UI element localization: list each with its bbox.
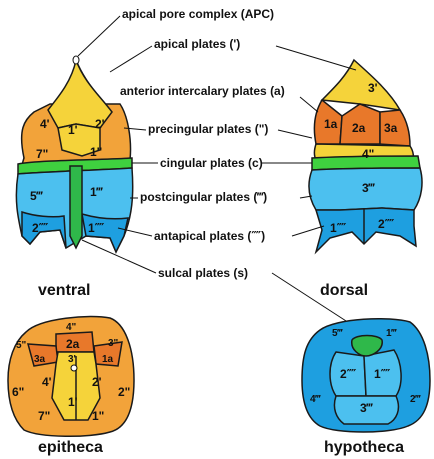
dorsal-plate-2a: 2a [352,121,366,135]
caption-epitheca: epitheca [38,439,103,456]
label-anterior-intercalary: anterior intercalary plates (a) [120,84,285,98]
ventral-plate-1pc: 1" [90,145,102,159]
hypo-plate-4po: 4‴ [310,394,322,405]
epitheca-apical-pore [71,365,77,371]
label-sulcal: sulcal plates (s) [158,266,248,280]
leader-precingular-right [278,130,312,138]
hypo-plate-1an: 1⁗ [374,367,391,381]
ventral-plate-2a: 2' [95,117,105,131]
ventral-view: 4' 1' 2' 7" 1" 5‴ 1‴ 2⁗ 1⁗ [16,56,132,252]
ventral-apical-pore [73,56,79,64]
ventral-plate-5po: 5‴ [30,189,44,203]
hypo-plate-3po: 3‴ [360,401,374,415]
dorsal-plate-1a: 1a [324,117,338,131]
dorsal-plate-2an: 2⁗ [378,217,395,231]
epi-plate-5pc: 5" [16,340,27,351]
epi-plate-2a-apical: 2' [92,375,102,389]
epi-plate-6pc: 6" [12,385,24,399]
label-cingular: cingular plates (c) [160,156,263,170]
hypo-plate-1po: 1‴ [386,328,398,339]
epi-plate-3a-apical: 3' [68,354,76,365]
dorsal-plate-3po: 3‴ [362,181,376,195]
ventral-plate-2an: 2⁗ [32,221,49,235]
epi-plate-2a: 2a [66,337,80,351]
label-apical: apical plates (') [154,37,240,51]
hypo-plate-5po: 5‴ [332,328,344,339]
caption-dorsal: dorsal [320,282,368,299]
epi-plate-2pc: 2" [118,385,130,399]
ventral-plate-7pc: 7" [36,147,48,161]
hypo-plate-2an: 2⁗ [340,367,357,381]
label-antapical: antapical plates (⁗) [154,229,265,243]
dorsal-plate-1an: 1⁗ [330,221,347,235]
leader-apical-right [276,46,356,70]
dorsal-apical-region [322,60,400,110]
leader-intercalary [300,97,318,112]
label-apc: apical pore complex (APC) [122,7,274,21]
ventral-plate-4a: 4' [40,117,50,131]
epi-plate-4a: 4' [42,375,52,389]
epi-plate-1pc: 1" [92,409,104,423]
ventral-plate-1po: 1‴ [90,185,104,199]
epi-plate-1a-apical: 1' [68,395,78,409]
epi-plate-7pc: 7" [38,409,50,423]
epi-plate-4pc: 4" [66,322,77,333]
ventral-plate-1a: 1' [68,123,78,137]
dorsal-plate-4pc: 4" [362,147,374,161]
dorsal-view: 3' 1a 2a 3a 4" 3‴ 1⁗ 2⁗ [309,60,422,252]
dorsal-plate-3a-intercalary: 3a [384,121,398,135]
leader-antapical-right [292,226,324,236]
leader-apical-left [110,46,152,72]
epi-plate-3pc: 3" [108,338,119,349]
ventral-sulcus [70,166,82,248]
label-postcingular: postcingular plates (‴) [140,190,267,204]
label-precingular: precingular plates (") [148,122,268,136]
hypo-plate-2po: 2‴ [410,394,422,405]
epi-plate-1a: 1a [102,354,114,365]
epi-plate-3a: 3a [34,354,46,365]
leader-apc [78,16,120,56]
dorsal-plate-3a: 3' [368,81,378,95]
ventral-plate-1an: 1⁗ [88,221,105,235]
caption-ventral: ventral [38,282,90,299]
epitheca-view: 4" 2a 5" 3" 3a 3' 1a 6" 4' 2' 2" 1' 7" 1… [8,317,134,437]
caption-hypotheca: hypotheca [324,439,404,456]
hypotheca-view: 5‴ 1‴ 2⁗ 1⁗ 4‴ 3‴ 2‴ [302,319,430,432]
